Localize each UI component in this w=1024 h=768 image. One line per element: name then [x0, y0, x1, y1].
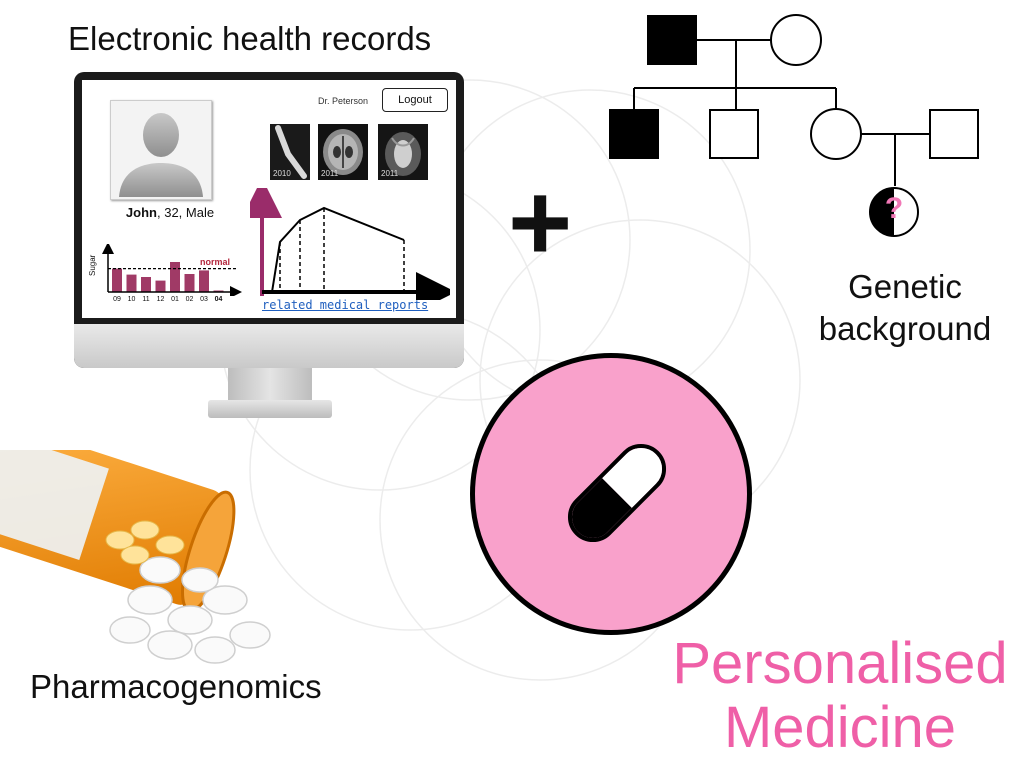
- monitor-foot: [208, 400, 332, 418]
- sugar-bar: [112, 268, 122, 292]
- trend-line: [271, 206, 405, 293]
- pharmacogenomics-label: Pharmacogenomics: [30, 668, 322, 705]
- sugar-bar: [170, 262, 180, 292]
- genetic-background-label: Genetic background: [800, 266, 1010, 350]
- brain-mri-thumbnail[interactable]: 2011: [318, 124, 368, 180]
- pedigree-affected-male: [647, 15, 697, 65]
- genetic-label-line1: Genetic: [848, 268, 962, 305]
- pedigree-unknown-carrier: ?: [868, 186, 920, 238]
- pedigree-female: [810, 108, 862, 160]
- ehr-title: Electronic health records: [68, 20, 432, 57]
- month-tick-label: 09: [113, 296, 121, 303]
- sugar-bar: [184, 274, 195, 292]
- question-mark: ?: [884, 192, 904, 225]
- pedigree-male: [709, 109, 759, 159]
- month-tick-label: 10: [127, 296, 136, 303]
- pedigree-affected-male: [609, 109, 659, 159]
- trend-chart: [250, 188, 450, 300]
- monitor-chin: [74, 324, 464, 368]
- plus-sign: +: [508, 161, 573, 284]
- patient-avatar: [110, 100, 212, 200]
- month-tick-label: 12: [156, 296, 165, 303]
- doctor-name: Dr. Peterson: [318, 96, 369, 106]
- monitor-stand: [228, 368, 312, 406]
- scan-year: 2011: [381, 169, 399, 178]
- month-tick-label: 01: [171, 296, 179, 303]
- sugar-bar-chart: [102, 244, 242, 296]
- sugar-bar: [155, 280, 166, 292]
- personalised-medicine-title: Personalised Medicine: [660, 632, 1020, 760]
- scan-year: 2010: [273, 169, 291, 178]
- normal-level-label: normal: [200, 257, 231, 267]
- half-filled-circle-icon: [869, 187, 919, 237]
- pm-title-line2: Medicine: [723, 695, 957, 760]
- pm-title-line1: Personalised: [672, 631, 1008, 696]
- logout-button[interactable]: Logout: [382, 88, 448, 112]
- sugar-bar: [141, 277, 151, 292]
- person-silhouette-icon: [119, 113, 203, 197]
- pedigree-male: [929, 109, 979, 159]
- month-tick-label: 11: [142, 296, 150, 303]
- patient-details: , 32, Male: [156, 205, 215, 220]
- sugar-bar: [199, 270, 209, 292]
- bottle-label: [0, 450, 109, 560]
- sugar-bar: [126, 274, 137, 292]
- pedigree-chart: [609, 14, 979, 186]
- pill-bottle-illustration: [0, 450, 271, 664]
- medicine-circle: [470, 353, 752, 635]
- patient-info: John, 32, Male: [110, 205, 230, 220]
- xray-thumbnail[interactable]: 2010: [270, 124, 310, 180]
- related-reports-link[interactable]: related medical reports: [262, 298, 429, 312]
- chest-mri-thumbnail[interactable]: 2011: [378, 124, 428, 180]
- month-tick-label: 04: [214, 296, 223, 303]
- patient-name: John: [125, 205, 157, 220]
- scan-year: 2011: [321, 169, 339, 178]
- genetic-label-line2: background: [818, 310, 992, 347]
- month-tick-label: 02: [185, 296, 194, 303]
- month-tick-label: 03: [200, 296, 208, 303]
- pedigree-female: [770, 14, 822, 66]
